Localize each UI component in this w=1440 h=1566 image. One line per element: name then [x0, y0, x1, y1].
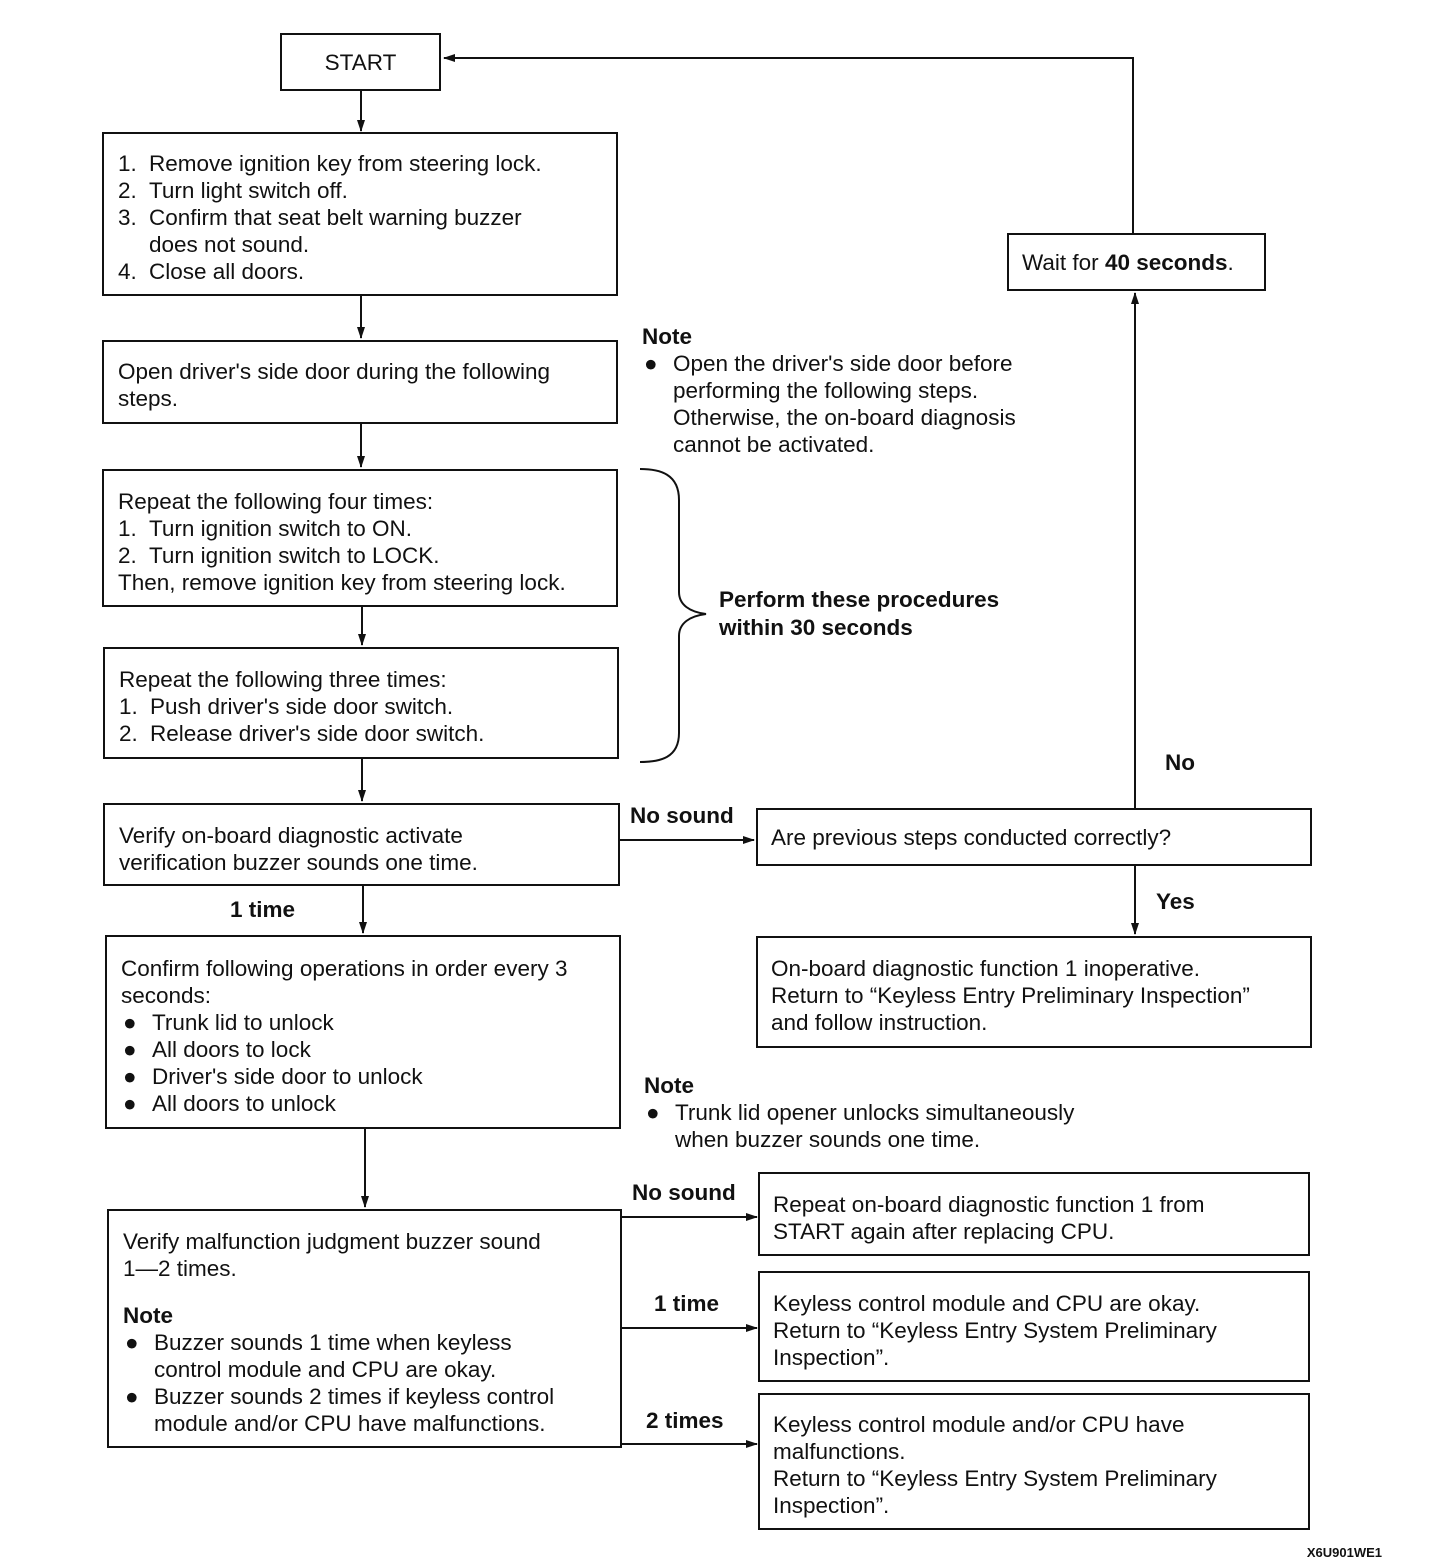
bullet-icon: ●	[123, 1010, 137, 1035]
open-door-text-1: Open driver's side door during the follo…	[118, 359, 551, 384]
bullet-icon: ●	[125, 1330, 139, 1355]
note-open-door: Note ●Open the driver's side door before…	[642, 324, 1016, 457]
wait-box: Wait for 40 seconds.	[1007, 233, 1266, 291]
one-time-label-a: 1 time	[230, 897, 296, 922]
bullet-icon: ●	[123, 1064, 137, 1089]
no-sound-label-2: No sound	[632, 1180, 736, 1205]
note-head: Note	[642, 324, 692, 349]
bullet-icon: ●	[125, 1384, 139, 1409]
prep-step-4: Close all doors.	[149, 259, 305, 284]
two-times-label: 2 times	[646, 1408, 724, 1433]
prep-steps-box: 1.Remove ignition key from steering lock…	[102, 132, 618, 296]
bullet-icon: ●	[123, 1091, 137, 1116]
door-switch-repeat-box: Repeat the following three times: 1.Push…	[103, 647, 619, 759]
bracket-label: Perform these procedures within 30 secon…	[719, 587, 1000, 640]
check-previous-box: Are previous steps conducted correctly?	[756, 808, 1312, 866]
yes-label: Yes	[1156, 889, 1195, 914]
ignition-repeat-box: Repeat the following four times: 1.Turn …	[102, 469, 618, 607]
brace-shape	[639, 468, 707, 763]
one-time-label-b: 1 time	[654, 1291, 720, 1316]
bullet-icon: ●	[123, 1037, 137, 1062]
open-door-text-2: steps.	[118, 386, 179, 411]
result-malfunction-box: Keyless control module and/or CPU have m…	[758, 1393, 1310, 1530]
inoperative-result-box: On-board diagnostic function 1 inoperati…	[756, 936, 1312, 1048]
bullet-icon: ●	[646, 1100, 660, 1125]
note-trunk: Note ●Trunk lid opener unlocks simultane…	[644, 1073, 1075, 1152]
prep-step-1: Remove ignition key from steering lock.	[149, 151, 542, 176]
no-sound-label-1: No sound	[630, 803, 734, 828]
confirm-operations-box: Confirm following operations in order ev…	[105, 935, 621, 1129]
figure-code: X6U901WE1	[1306, 1545, 1382, 1560]
wait-duration: 40 seconds	[1104, 249, 1228, 275]
result-okay-box: Keyless control module and CPU are okay.…	[758, 1271, 1310, 1382]
prep-step-3: Confirm that seat belt warning buzzer	[149, 205, 522, 230]
start-box: START	[280, 33, 441, 91]
open-door-box: Open driver's side door during the follo…	[102, 340, 618, 424]
malfunction-note-head: Note	[123, 1303, 173, 1328]
start-label: START	[324, 49, 397, 75]
prep-step-2: Turn light switch off.	[149, 178, 348, 203]
bullet-icon: ●	[644, 351, 658, 376]
verify-malfunction-box: Verify malfunction judgment buzzer sound…	[107, 1209, 622, 1448]
no-label: No	[1165, 750, 1195, 775]
result-replace-cpu-box: Repeat on-board diagnostic function 1 fr…	[758, 1172, 1310, 1256]
verify-activate-box: Verify on-board diagnostic activate veri…	[103, 803, 620, 886]
prep-step-3-cont: does not sound.	[149, 232, 310, 257]
